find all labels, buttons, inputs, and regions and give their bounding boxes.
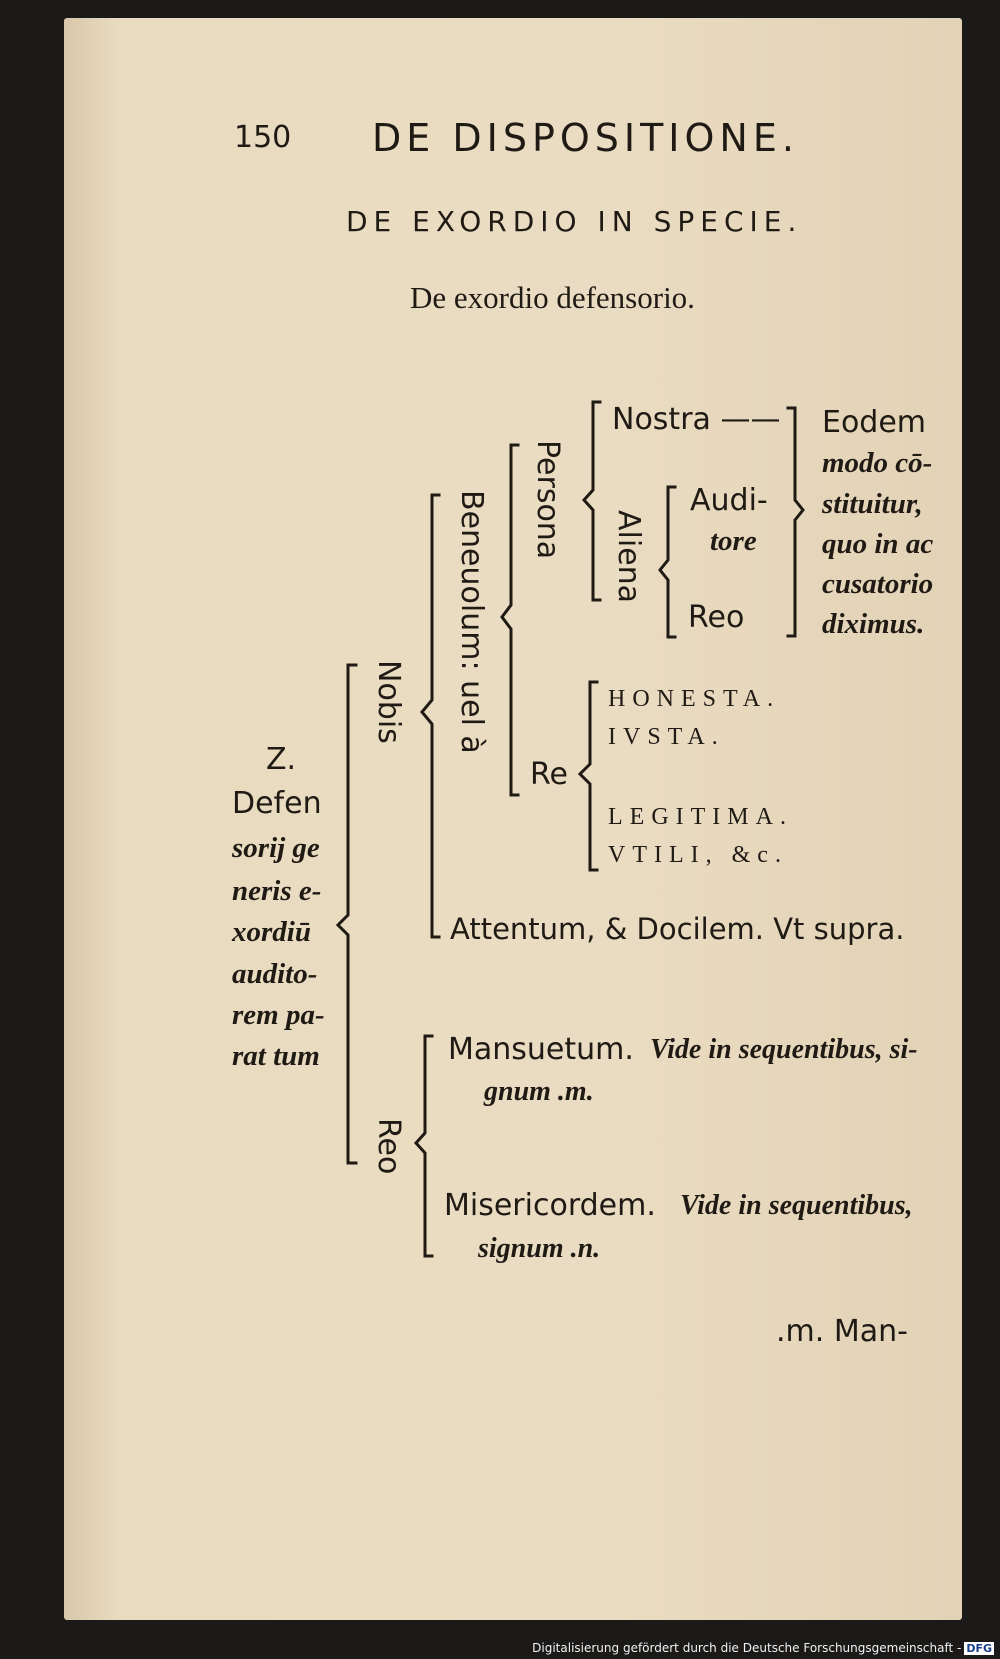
note-line: rem pa- [232,999,325,1031]
misericordem-ref-2: signum .n. [478,1233,601,1264]
note-eodem: Eodem [822,405,927,440]
mansuetum-ref-1: Vide in sequentibus, si- [650,1034,918,1065]
label-persona: Persona [530,440,565,560]
note-letter: Z. [266,742,297,777]
note-line: cusatorio [822,568,934,600]
section-title: DE EXORDIO IN SPECIE. [346,205,803,238]
note-line: sorij ge [232,832,320,864]
label-aliena: Aliena [611,510,646,604]
re-item-legitima: LEGITIMA. [608,804,793,830]
section-subtitle: De exordio defensorio. [410,280,695,315]
label-auditore-1: Audi- [690,483,768,518]
note-line: diximus. [822,608,925,640]
label-re: Re [530,757,568,792]
page-number: 150 [234,120,292,155]
note-line: audito- [232,958,318,990]
note-line: stituitur, [822,488,923,520]
label-nobis: Nobis [371,660,406,744]
label-reo: Reo [371,1118,406,1175]
note-line: rat tum [232,1040,320,1072]
label-attentum: Attentum, & Docilem. Vt supra. [450,912,905,946]
mansuetum-ref-2: gnum .m. [484,1076,594,1107]
digitization-footer: Digitalisierung gefördert durch die Deut… [532,1641,994,1655]
note-line: modo cō- [822,447,933,479]
re-item-honesta: HONESTA. [608,686,781,712]
label-auditore-2: tore [710,525,757,557]
misericordem-ref-1: Vide in sequentibus, [680,1190,913,1221]
label-reo-inner: Reo [688,600,745,635]
note-line: neris e- [232,875,322,907]
book-page [64,18,962,1620]
re-item-utili: VTILI, &c. [608,842,788,868]
footer-text: Digitalisierung gefördert durch die Deut… [532,1641,962,1655]
note-line: quo in ac [822,528,934,560]
label-mansuetum: Mansuetum. [448,1032,634,1067]
catchword: .m. Man- [776,1314,908,1349]
running-title: DE DISPOSITIONE. [372,116,799,160]
note-line: Defen [232,786,322,821]
label-nostra: Nostra —— [612,402,781,437]
dfg-logo: DFG [964,1642,994,1655]
label-misericordem: Misericordem. [444,1188,656,1223]
label-beneuolum: Beneuolum: uel à [454,490,489,754]
note-line: xordiū [232,916,311,948]
re-item-iusta: IVSTA. [608,724,725,750]
